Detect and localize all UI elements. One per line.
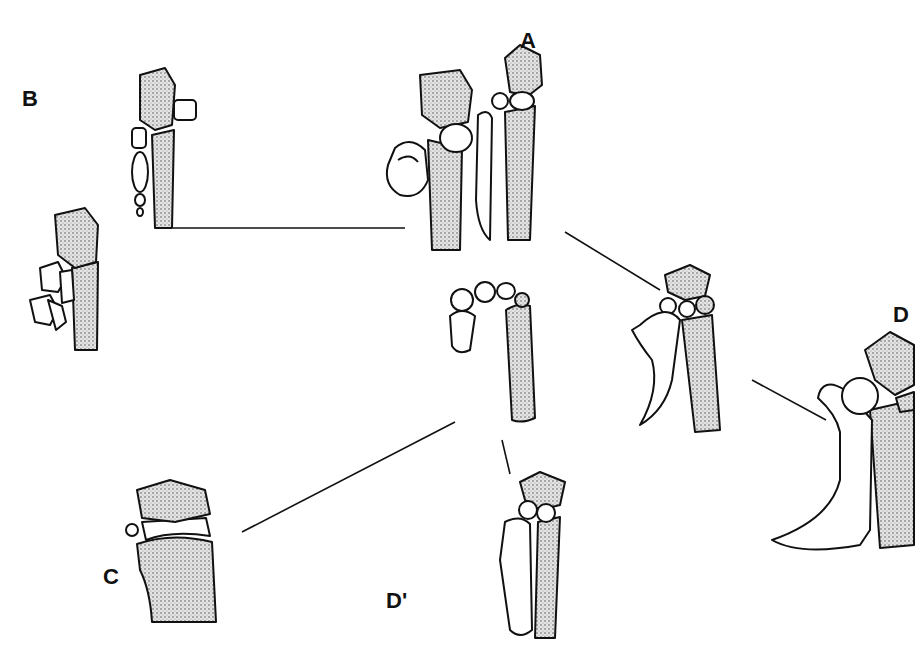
- white-bone: [497, 283, 515, 299]
- shaded-bone: [535, 517, 560, 638]
- shaded-bone: [506, 305, 535, 422]
- white-bone: [451, 289, 473, 311]
- shaded-bone: [505, 106, 535, 240]
- shaded-bone: [137, 537, 216, 622]
- white-bone: [519, 501, 537, 519]
- white-bone: [632, 312, 680, 425]
- white-bone: [842, 378, 878, 414]
- white-bone: [48, 300, 66, 330]
- shaded-bone: [420, 70, 472, 128]
- shaded-bone: [665, 265, 710, 300]
- white-bone: [135, 194, 145, 206]
- limb-bones: [132, 68, 196, 228]
- white-bone: [387, 142, 428, 196]
- relation-line: [502, 440, 510, 474]
- white-bone: [475, 282, 495, 302]
- limb-bones: [476, 45, 542, 240]
- relation-line: [565, 232, 660, 290]
- limb-bones: [126, 480, 216, 622]
- limb-bones: [30, 208, 98, 350]
- white-bone: [476, 112, 492, 240]
- relation-line: [752, 380, 826, 420]
- shaded-bone: [137, 480, 210, 522]
- limb-bones: [500, 472, 565, 638]
- shaded-bone: [696, 296, 714, 314]
- relation-line: [173, 227, 405, 229]
- white-bone: [537, 504, 555, 522]
- shaded-bone: [152, 130, 174, 228]
- shaded-bone: [896, 392, 914, 412]
- white-bone: [500, 518, 532, 635]
- white-bone: [132, 128, 146, 148]
- figure-letter: D: [893, 304, 909, 326]
- white-bone: [679, 301, 695, 317]
- shaded-bone: [505, 45, 542, 96]
- white-bone: [440, 124, 472, 152]
- figure-letter: B: [22, 88, 38, 110]
- limb-bones: [450, 282, 535, 422]
- white-bone: [137, 208, 143, 216]
- figure-letter: C: [103, 566, 119, 588]
- relation-line: [242, 422, 455, 532]
- limb-bones: [772, 332, 914, 549]
- limb-bones: [387, 70, 472, 250]
- shaded-bone: [55, 208, 98, 268]
- white-bone: [60, 270, 74, 303]
- white-bone: [174, 100, 196, 120]
- shaded-bone: [428, 140, 462, 250]
- white-bone: [510, 92, 534, 110]
- shaded-bone: [870, 400, 914, 548]
- white-bone: [132, 152, 148, 192]
- figure-letter: A: [520, 30, 536, 52]
- shaded-bone: [140, 68, 175, 130]
- shaded-bone: [515, 293, 529, 307]
- white-bone: [398, 156, 418, 162]
- white-bone: [126, 524, 138, 536]
- white-bone: [492, 93, 508, 109]
- shaded-bone: [72, 262, 98, 350]
- limb-bones: [632, 265, 720, 432]
- white-bone: [450, 311, 475, 352]
- shaded-bone: [682, 315, 720, 432]
- figure-letter: D': [386, 590, 407, 612]
